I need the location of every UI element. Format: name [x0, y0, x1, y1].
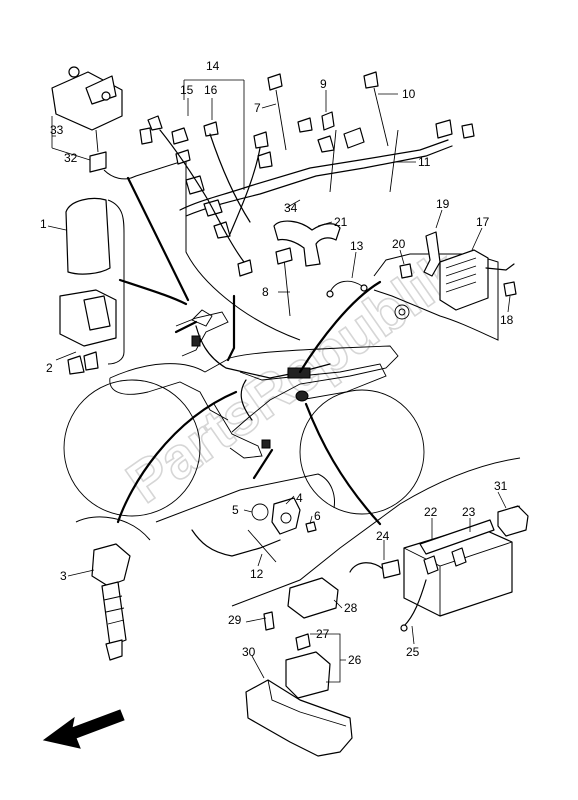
harness-clip	[191, 335, 201, 347]
battery-terminal-31	[497, 505, 529, 537]
callout-29: 29	[228, 613, 242, 627]
callout-6: 6	[314, 509, 321, 523]
callout-24: 24	[376, 529, 390, 543]
callout-15: 15	[180, 83, 194, 97]
battery-22-23-24-25	[349, 505, 529, 632]
callout-20: 20	[392, 237, 406, 251]
relay-assembly-32-33	[51, 66, 123, 173]
clamp-21-strap-13	[273, 220, 368, 298]
harness-grommet	[295, 390, 309, 402]
starter-relay	[285, 651, 331, 699]
arrow-leaders	[116, 176, 382, 526]
callout-30: 30	[242, 645, 256, 659]
relay-cover-28	[287, 577, 339, 619]
callout-3: 3	[60, 569, 67, 583]
callout-9: 9	[320, 77, 327, 91]
rectifier-17-18-19-20	[399, 231, 517, 311]
callout-2: 2	[46, 361, 53, 375]
leader-lines	[47, 79, 521, 683]
starter-relay-26-30	[245, 577, 353, 757]
callout-26: 26	[348, 653, 362, 667]
callout-4: 4	[296, 491, 303, 505]
callout-27: 27	[316, 627, 330, 641]
direction-arrow	[42, 709, 125, 749]
callout-22: 22	[424, 505, 438, 519]
ecu-1-bracket-2	[59, 197, 117, 375]
bike-wiring-harness	[191, 309, 331, 449]
callout-14: 14	[206, 59, 220, 73]
callout-32: 32	[64, 151, 78, 165]
sensor-mount	[261, 439, 271, 449]
motorcycle-outline	[63, 311, 425, 517]
sensor-assembly-4-5-6-12	[191, 497, 317, 563]
protector-cover-30	[245, 679, 353, 757]
callout-33: 33	[50, 123, 64, 137]
callout-19: 19	[436, 197, 450, 211]
callout-18: 18	[500, 313, 514, 327]
callout-12: 12	[250, 567, 264, 581]
callout-7: 7	[254, 101, 261, 115]
callout-5: 5	[232, 503, 239, 517]
callout-31: 31	[494, 479, 508, 493]
callout-21: 21	[334, 215, 348, 229]
callout-11: 11	[418, 155, 431, 169]
callout-25: 25	[406, 645, 420, 659]
ignition-coil-3	[91, 543, 131, 661]
callout-28: 28	[344, 601, 358, 615]
callout-labels: 1 2 3 4 5 6 7 8 9 10 11 12 13 14 15 16 1…	[40, 59, 514, 667]
region-frames	[75, 159, 521, 607]
callout-10: 10	[402, 87, 416, 101]
cable-ties	[267, 71, 399, 317]
battery-band	[419, 519, 495, 555]
callout-17: 17	[476, 215, 490, 229]
ecu-unit	[65, 197, 111, 275]
callout-23: 23	[462, 505, 476, 519]
callout-16: 16	[204, 83, 218, 97]
callout-34: 34	[284, 201, 298, 215]
callout-13: 13	[350, 239, 364, 253]
callout-8: 8	[262, 285, 269, 299]
gear-icon	[394, 304, 410, 320]
main-harness-14	[139, 111, 475, 277]
callout-1: 1	[40, 217, 47, 231]
harness-connector-dark	[287, 367, 311, 379]
